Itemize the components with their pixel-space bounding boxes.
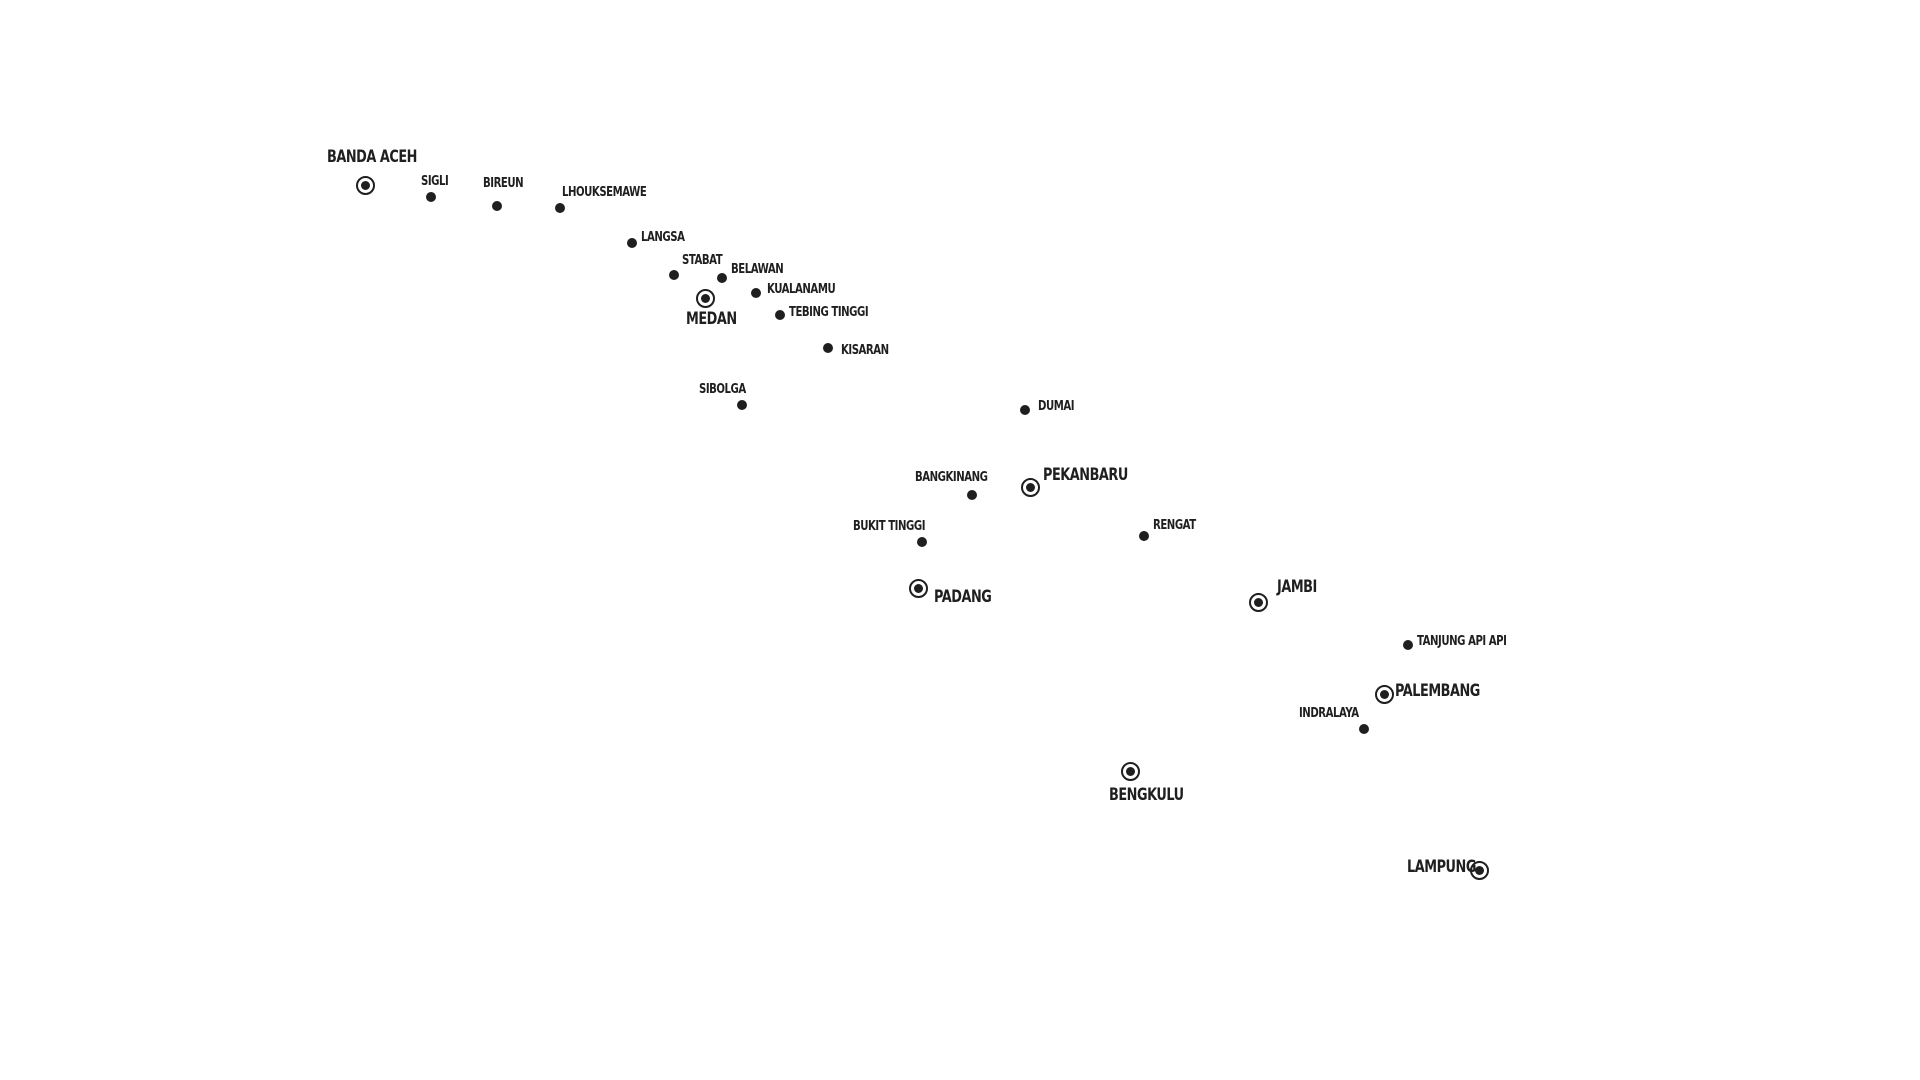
town-marker-icon bbox=[823, 343, 833, 353]
capital-marker-icon bbox=[908, 578, 928, 598]
city-label: MEDAN bbox=[686, 309, 737, 328]
capital-marker-icon bbox=[1374, 684, 1394, 704]
town-marker-icon bbox=[492, 201, 502, 211]
city-label: BIREUN bbox=[483, 176, 524, 191]
city-label: TANJUNG API API bbox=[1417, 634, 1507, 649]
city-label: PALEMBANG bbox=[1395, 681, 1480, 700]
capital-marker-icon bbox=[1020, 477, 1040, 497]
city-label: LANGSA bbox=[641, 230, 685, 245]
town-marker-icon bbox=[751, 288, 761, 298]
city-label: KISARAN bbox=[841, 343, 889, 358]
town-marker-icon bbox=[1020, 405, 1030, 415]
capital-marker-icon bbox=[1469, 860, 1489, 880]
town-marker-icon bbox=[1139, 531, 1149, 541]
capital-marker-icon bbox=[355, 175, 375, 195]
town-marker-icon bbox=[917, 537, 927, 547]
city-label: TEBING TINGGI bbox=[789, 305, 869, 320]
capital-marker-icon bbox=[695, 288, 715, 308]
city-label: PADANG bbox=[934, 587, 992, 606]
city-label: BUKIT TINGGI bbox=[853, 519, 926, 534]
capital-marker-icon bbox=[1248, 592, 1268, 612]
town-marker-icon bbox=[1403, 640, 1413, 650]
town-marker-icon bbox=[967, 490, 977, 500]
city-label: PEKANBARU bbox=[1043, 465, 1128, 484]
town-marker-icon bbox=[1359, 724, 1369, 734]
city-label: STABAT bbox=[682, 253, 723, 268]
town-marker-icon bbox=[669, 270, 679, 280]
city-label: SIGLI bbox=[421, 174, 449, 189]
city-label: DUMAI bbox=[1038, 399, 1075, 414]
city-label: INDRALAYA bbox=[1299, 706, 1359, 721]
town-marker-icon bbox=[426, 192, 436, 202]
town-marker-icon bbox=[627, 238, 637, 248]
city-label: LHOUKSEMAWE bbox=[562, 185, 647, 200]
city-label: KUALANAMU bbox=[767, 282, 836, 297]
city-label: LAMPUNG bbox=[1407, 857, 1476, 876]
city-label: BANDA ACEH bbox=[327, 147, 417, 166]
capital-marker-icon bbox=[1120, 761, 1140, 781]
town-marker-icon bbox=[555, 203, 565, 213]
city-label: SIBOLGA bbox=[699, 382, 746, 397]
town-marker-icon bbox=[775, 310, 785, 320]
city-label: RENGAT bbox=[1153, 518, 1196, 533]
city-label: JAMBI bbox=[1277, 577, 1317, 596]
city-label: BELAWAN bbox=[731, 262, 784, 277]
city-label: BENGKULU bbox=[1109, 785, 1184, 804]
town-marker-icon bbox=[737, 400, 747, 410]
city-label: BANGKINANG bbox=[915, 470, 988, 485]
town-marker-icon bbox=[717, 273, 727, 283]
